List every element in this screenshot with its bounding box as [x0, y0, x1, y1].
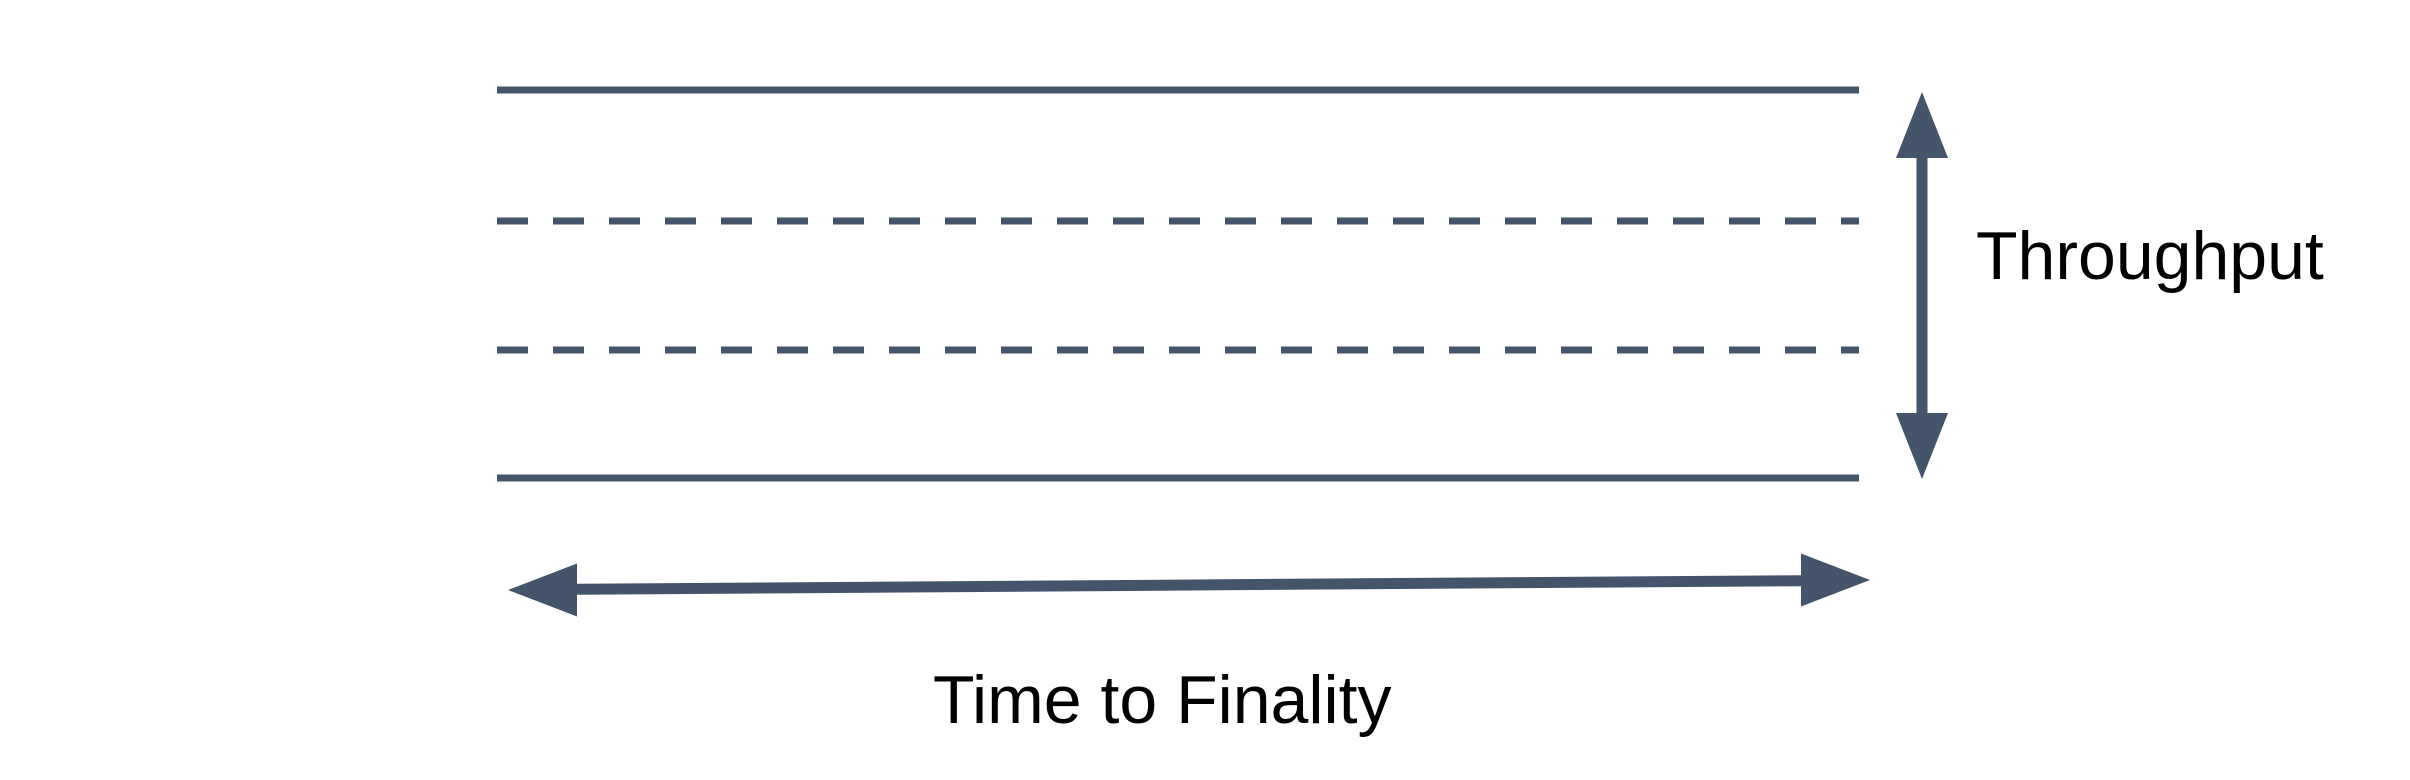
time-to-finality-arrowhead-right-icon	[1801, 553, 1870, 607]
throughput-arrowhead-up-icon	[1896, 92, 1948, 158]
time-to-finality-double-arrow	[508, 553, 1870, 617]
time-to-finality-arrowhead-left-icon	[508, 563, 577, 617]
throughput-label: Throughput	[1976, 218, 2324, 294]
throughput-double-arrow	[1896, 92, 1948, 479]
throughput-arrowhead-down-icon	[1896, 413, 1948, 479]
time-to-finality-arrow-shaft	[576, 575, 1802, 595]
time-to-finality-label: Time to Finality	[933, 662, 1392, 738]
